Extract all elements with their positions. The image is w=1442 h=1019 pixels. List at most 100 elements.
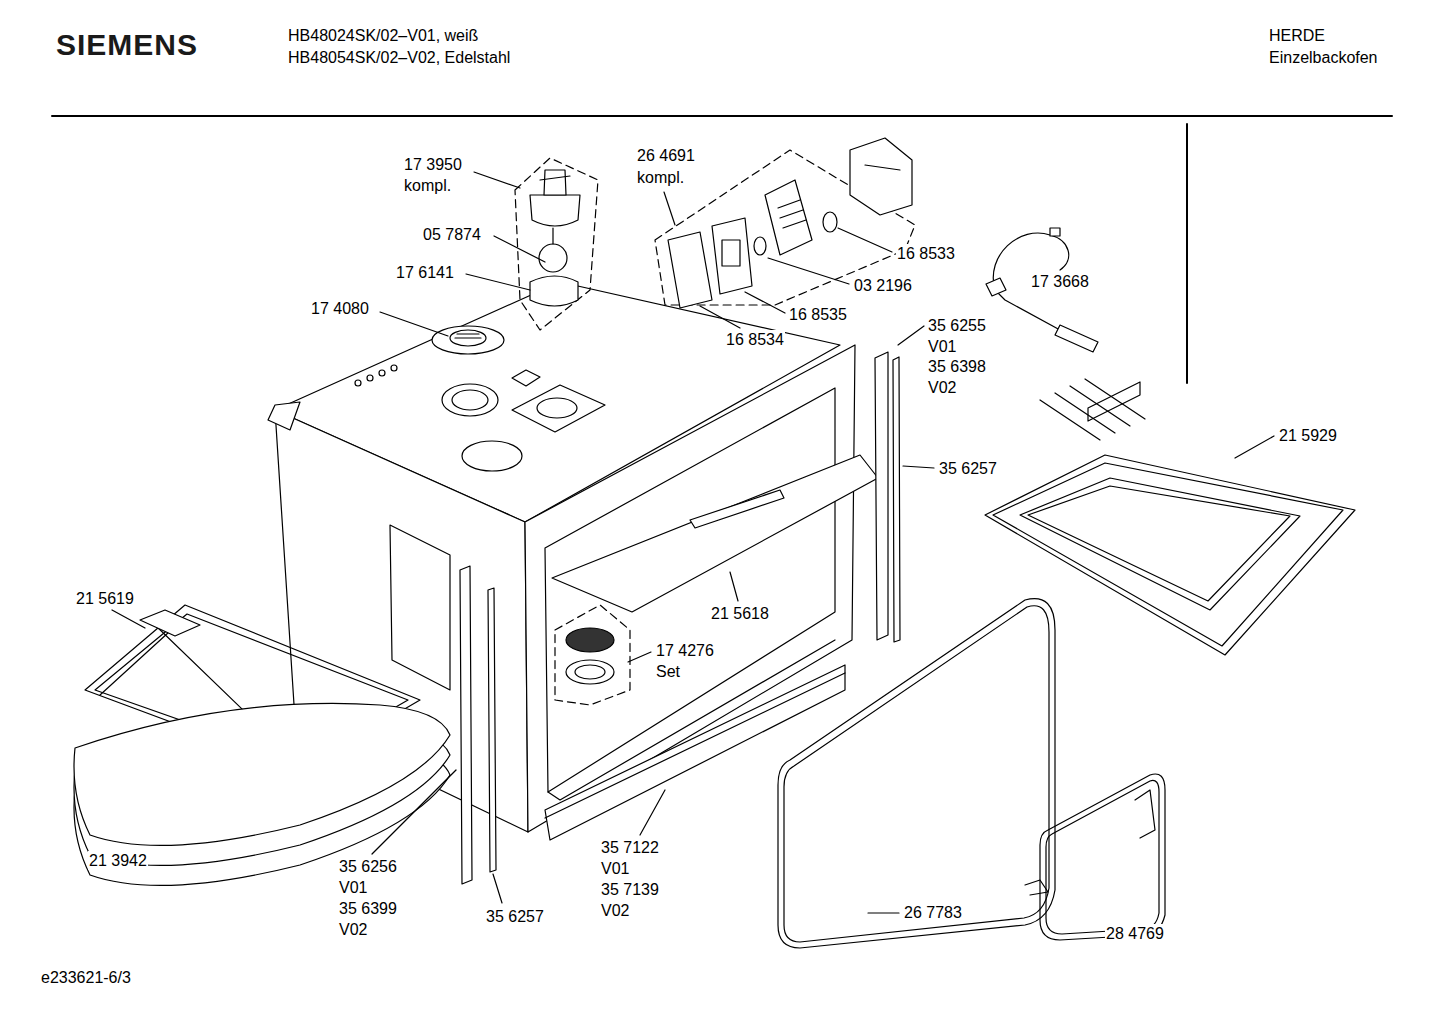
part-number: 16 8533 <box>896 244 956 263</box>
header-rule <box>52 115 1392 117</box>
category: Einzelbackofen <box>1268 48 1379 67</box>
terminal <box>1055 393 1115 433</box>
variant-code: V01 <box>600 859 630 878</box>
socket <box>530 276 578 306</box>
element-loop <box>1028 486 1290 601</box>
element-loop <box>1040 774 1165 940</box>
lamp-seal <box>575 665 605 679</box>
leader-line <box>628 652 651 662</box>
rail <box>488 588 496 872</box>
opening <box>462 441 522 471</box>
rear-element <box>1025 774 1165 940</box>
plug <box>1050 228 1060 236</box>
hole <box>391 365 397 371</box>
trim-edge <box>545 673 845 818</box>
gasket-loop <box>778 599 1055 948</box>
mount-plate <box>140 610 200 636</box>
cable <box>995 290 1060 330</box>
part-number: 03 2196 <box>853 276 913 295</box>
divider-rule <box>1186 124 1188 383</box>
panel-slot <box>690 490 784 528</box>
terminal <box>1070 386 1130 426</box>
bulb <box>539 244 567 272</box>
leader-line <box>466 274 530 290</box>
leader-line <box>868 912 899 913</box>
variant-code: V02 <box>927 378 957 397</box>
part-number: 17 3950 <box>403 155 463 174</box>
part-number: 35 6255 <box>927 316 987 335</box>
leader-lines <box>112 172 1274 913</box>
brand-logo: SIEMENS <box>55 28 199 62</box>
knob-stem <box>544 170 566 195</box>
leader-line <box>493 874 502 903</box>
thermostat <box>515 158 598 330</box>
bracket <box>1135 790 1155 838</box>
leader-line <box>700 306 740 328</box>
bracket <box>1025 880 1048 895</box>
insulation-layer <box>74 703 450 845</box>
vent <box>432 326 504 354</box>
clip <box>986 278 1006 296</box>
leader-line <box>640 790 665 835</box>
part-number: 17 4080 <box>310 299 370 318</box>
bulb <box>754 237 766 255</box>
leader-line <box>730 572 738 601</box>
vent-plate <box>432 326 504 354</box>
rail <box>893 357 900 642</box>
door-gasket <box>778 599 1055 948</box>
leader-line <box>898 326 924 345</box>
part-number: 35 6257 <box>485 907 545 926</box>
rail <box>875 352 888 640</box>
bracket-edge <box>865 165 900 170</box>
opening <box>452 390 488 410</box>
part-number: 26 7783 <box>903 903 963 922</box>
opening <box>442 384 498 416</box>
part-number: 35 6257 <box>938 459 998 478</box>
part-number: 16 8534 <box>725 330 785 349</box>
ceiling-panel <box>552 455 878 612</box>
terminal <box>1040 400 1100 440</box>
part-number: 05 7874 <box>422 225 482 244</box>
variant-code: V02 <box>338 920 368 939</box>
grill <box>780 210 803 218</box>
leader-line <box>112 610 145 628</box>
grill-element <box>985 379 1355 655</box>
hole <box>355 380 361 386</box>
top-openings <box>355 365 605 471</box>
grill <box>783 220 806 228</box>
knob-base <box>530 195 580 226</box>
element-loop <box>1046 780 1159 934</box>
variant-code: V01 <box>338 878 368 897</box>
part-number: 35 7122 <box>600 838 660 857</box>
side-rails <box>460 352 900 884</box>
window <box>722 240 740 266</box>
part-number: 21 5929 <box>1278 426 1338 445</box>
lamp-housing <box>765 180 812 255</box>
hole <box>367 375 373 381</box>
knob-pin <box>540 176 570 180</box>
leader-line <box>380 312 448 336</box>
part-note: Set <box>655 662 681 681</box>
vent-slot <box>455 337 481 338</box>
variant-code: V01 <box>927 337 957 356</box>
group-outline <box>515 158 598 330</box>
category: HERDE <box>1268 26 1326 45</box>
leader-line <box>838 228 892 252</box>
gasket <box>668 232 712 308</box>
frame <box>712 218 752 294</box>
model-number: HB48024SK/02–V01, weiß <box>287 26 479 45</box>
part-number: 16 8535 <box>788 305 848 324</box>
rail <box>460 566 472 884</box>
part-number: 26 4691 <box>636 146 696 165</box>
vent-ring <box>450 330 486 346</box>
lamp-cover <box>566 628 614 652</box>
insulation <box>74 703 450 885</box>
capillary <box>552 228 553 244</box>
drawing-code: e233621-6/3 <box>40 968 132 987</box>
flange <box>268 402 300 430</box>
part-number: 17 6141 <box>395 263 455 282</box>
probe <box>1055 325 1098 352</box>
part-number: 17 3668 <box>1030 272 1090 291</box>
